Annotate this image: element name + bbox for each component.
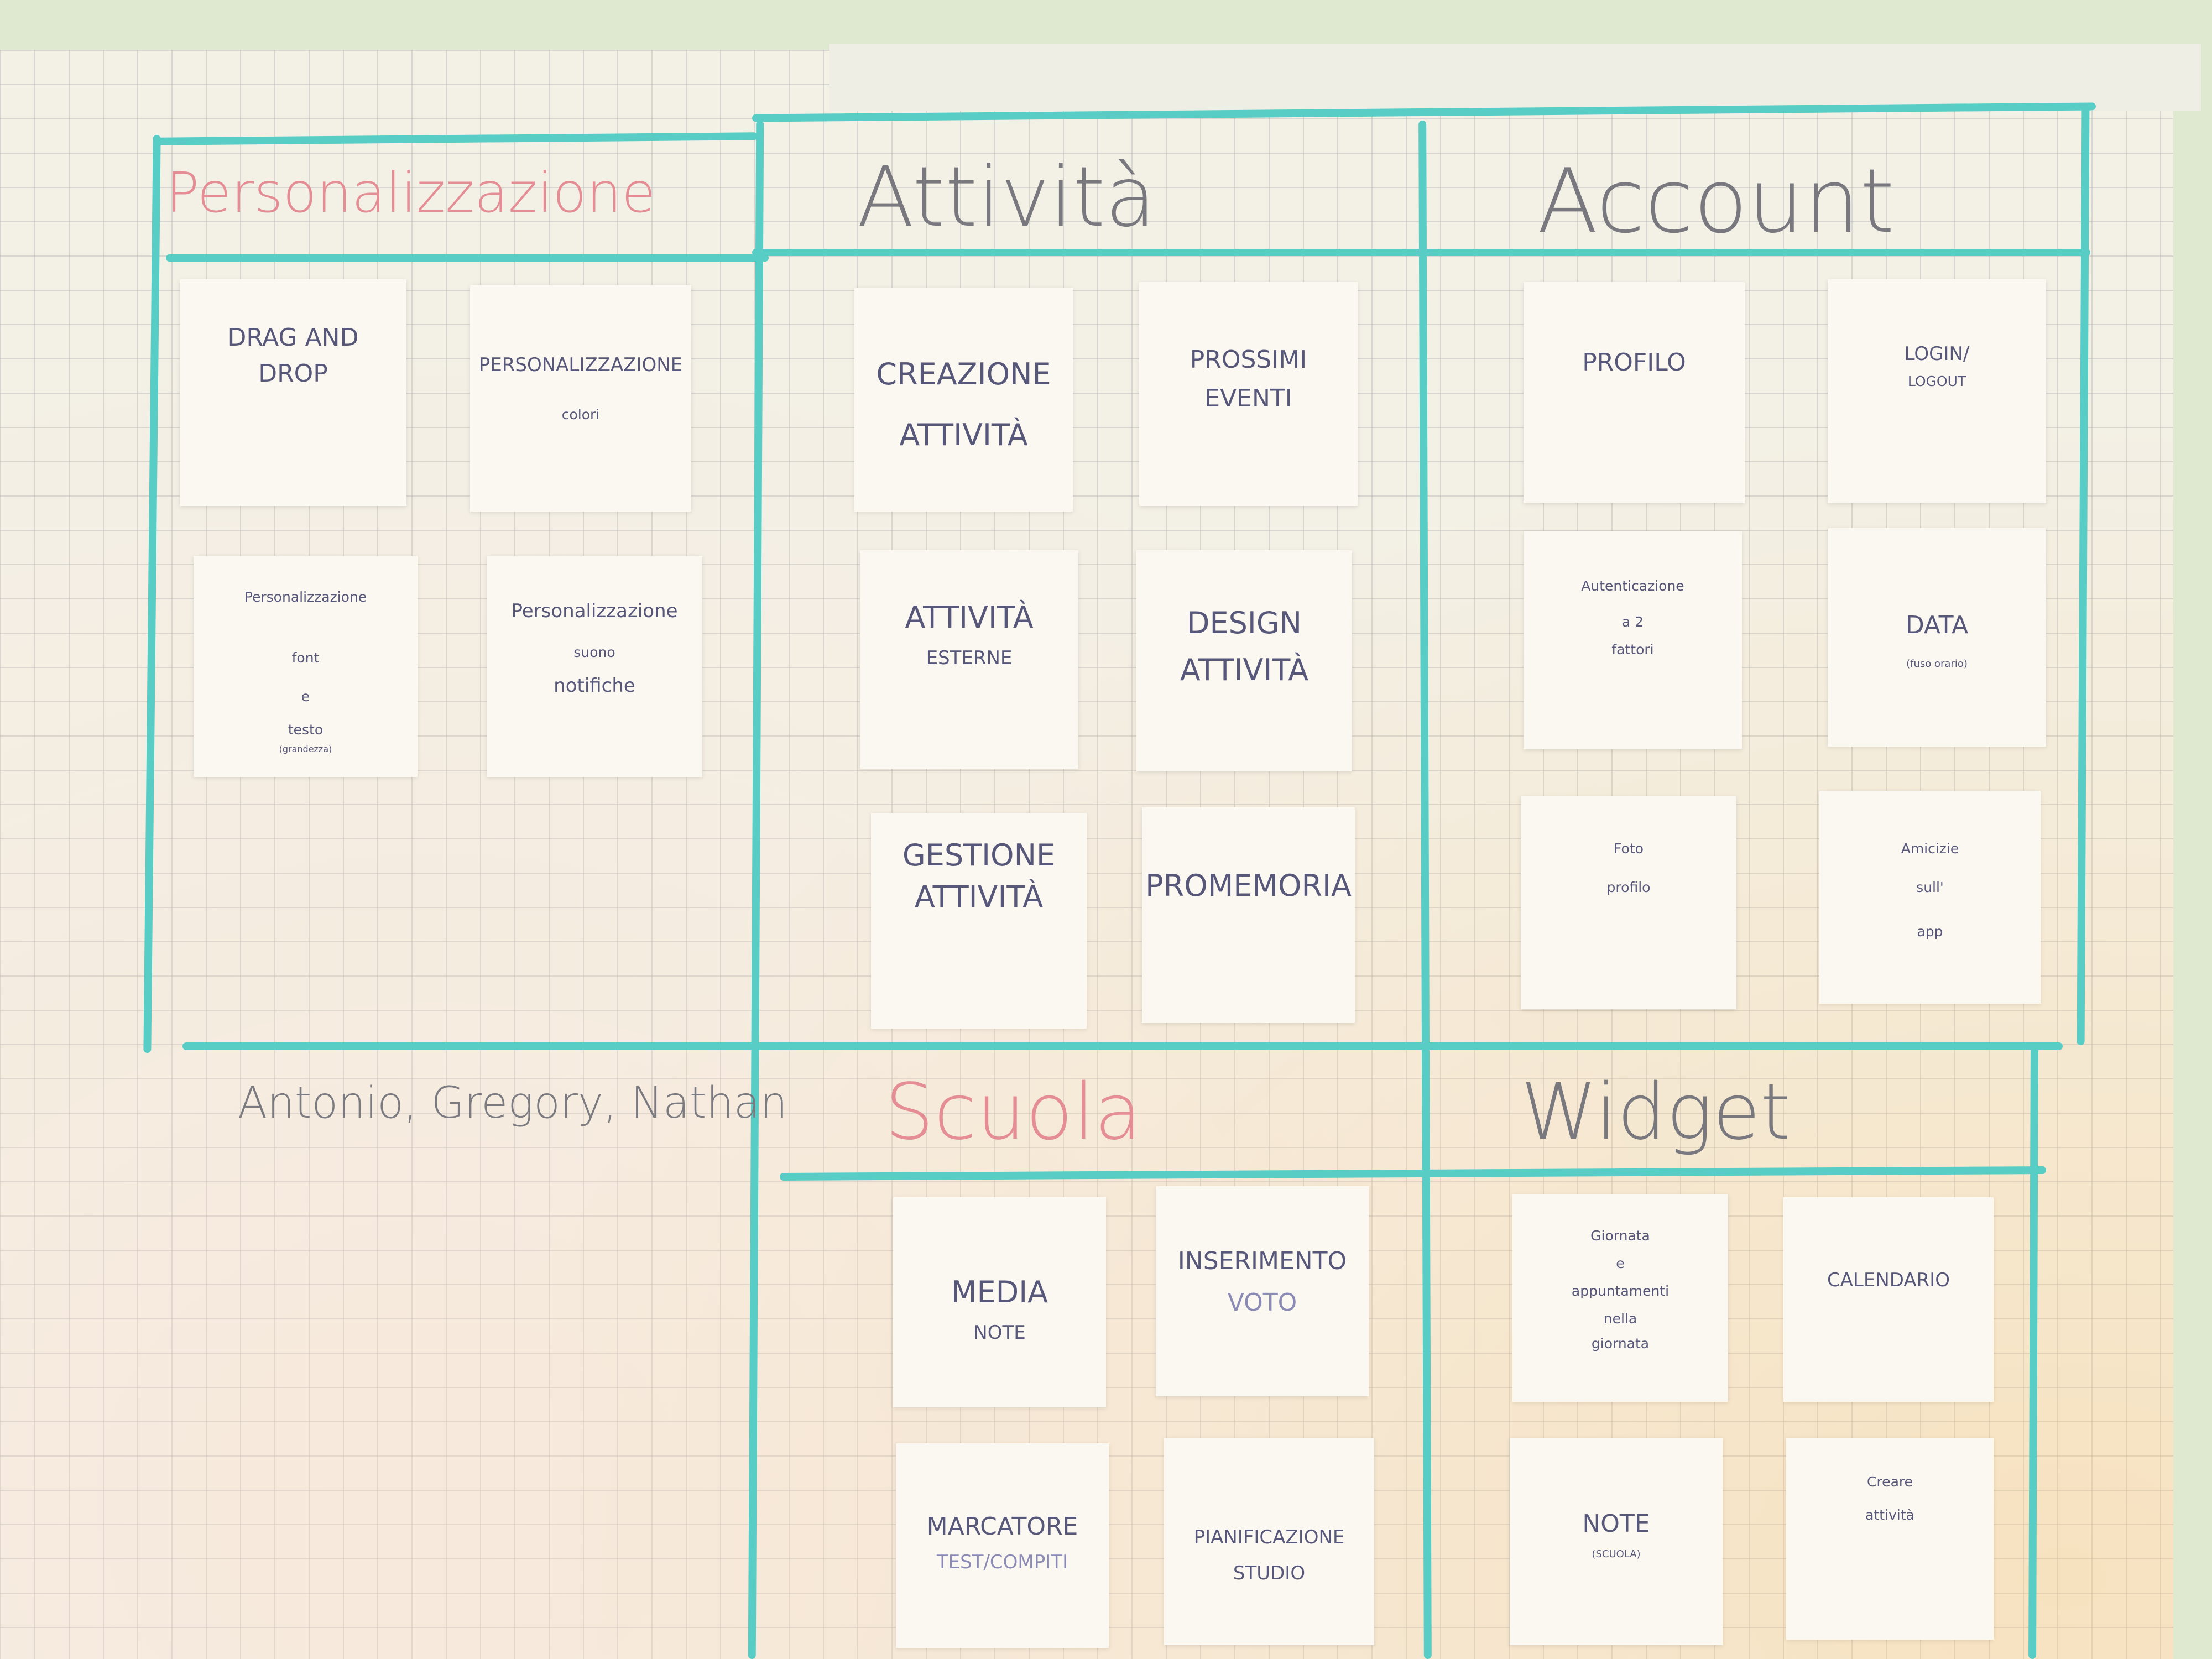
sticky-note-media-note: MEDIA NOTE [893,1197,1106,1407]
sticky-note-personalizzazione-colori: PERSONALIZZAZIONE colori [470,285,691,512]
sticky-note-amicizie: Amicizie sull' app [1819,791,2041,1004]
sticky-note-promemoria: PROMEMORIA [1142,807,1355,1023]
sticky-note-personalizzazione-suono: Personalizzazione suono notifiche [487,556,702,777]
sticky-note-profilo: PROFILO [1524,282,1745,503]
section-title-scuola: Scuola [885,1067,1142,1157]
sticky-note-personalizzazione-font: Personalizzazione font e testo (grandezz… [194,556,418,777]
sticky-note-creazione-attivita: CREAZIONE ATTIVITÀ [854,288,1073,512]
sticky-note-attivita-esterne: ATTIVITÀ ESTERNE [860,550,1078,769]
section-title-widget: Widget [1521,1067,1791,1157]
sticky-note-autenticazione: Autenticazione a 2 fattori [1524,531,1742,749]
sticky-note-giornata-appuntamenti: Giornata e appuntamenti nella giornata [1512,1194,1728,1402]
sticky-note-creare-attivita: Creare attività [1786,1438,1994,1640]
sticky-note-prossimi-eventi: PROSSIMI EVENTI [1139,282,1358,506]
sticky-note-calendario: CALENDARIO [1783,1197,1994,1402]
sticky-note-pianificazione-studio: PIANIFICAZIONE STUDIO [1164,1438,1374,1645]
paper-top-edge [830,44,2201,111]
sticky-note-design-attivita: DESIGN ATTIVITÀ [1136,550,1352,771]
sticky-note-login-logout: LOGIN/ LOGOUT [1828,279,2046,503]
sticky-note-inserimento-voto: INSERIMENTO VOTO [1156,1186,1369,1396]
team-names: Antonio, Gregory, Nathan [238,1078,788,1128]
sticky-note-gestione-attivita: GESTIONE ATTIVITÀ [871,813,1087,1029]
sticky-note-note-scuola: NOTE (SCUOLA) [1510,1438,1723,1645]
sticky-note-data-fuso-orario: DATA (fuso orario) [1828,528,2046,747]
section-title-account: Account [1537,149,1895,253]
sticky-note-foto-profilo: Foto profilo [1521,796,1736,1009]
section-title-attivita: Attività [857,149,1156,246]
sticky-note-marcatore-test: MARCATORE TEST/COMPITI [896,1443,1109,1648]
sticky-note-drag-and-drop: DRAG AND DROP [180,279,406,506]
section-title-personalizzazione: Personalizzazione [166,160,656,225]
